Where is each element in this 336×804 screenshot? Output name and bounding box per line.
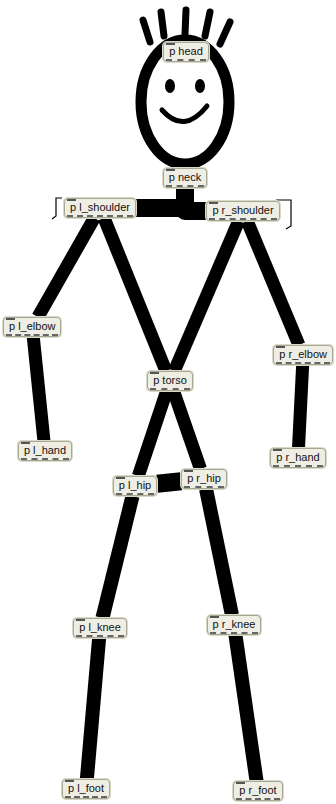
object-label: p l_shoulder [70, 201, 130, 214]
bracket [52, 198, 62, 219]
object-box: p l_knee [73, 618, 127, 638]
limb-line [185, 188, 206, 211]
head-outline [141, 40, 229, 164]
object-label: p l_elbow [9, 320, 55, 333]
object-box: p r_elbow [273, 345, 333, 365]
object-box: p r_hand [270, 448, 325, 468]
smile [162, 106, 207, 122]
object-label: p l_hand [24, 444, 66, 457]
eye [165, 79, 175, 93]
object-box: p r_foot [233, 781, 282, 801]
object-label: p r_elbow [279, 348, 327, 361]
object-label: p head [169, 45, 203, 58]
limb-line [33, 337, 44, 441]
eye [195, 79, 205, 93]
object-box: p head [163, 42, 209, 62]
object-box: p neck [163, 168, 207, 188]
object-box: p r_shoulder [206, 201, 279, 221]
limb-line [174, 221, 238, 371]
object-box: p l_shoulder [64, 198, 136, 218]
object-label: p neck [169, 171, 201, 184]
object-box: p l_hip [113, 476, 157, 496]
object-box: p l_foot [62, 779, 110, 799]
object-label: p r_shoulder [212, 204, 273, 217]
limb-line [206, 489, 232, 615]
limb-line [138, 391, 166, 476]
object-box: p r_hip [181, 469, 227, 489]
limb-line [247, 221, 299, 345]
limb-line [104, 218, 166, 371]
object-box: p l_elbow [3, 317, 61, 337]
limb-line [173, 391, 200, 469]
limb-line [102, 496, 132, 618]
limb-line [157, 481, 181, 483]
limb-line [38, 218, 94, 317]
object-label: p r_knee [213, 618, 256, 631]
limb-line [87, 638, 99, 779]
object-box: p r_knee [207, 615, 262, 635]
limb-line [235, 635, 256, 781]
object-box: p l_hand [18, 441, 72, 461]
object-label: p l_hip [119, 479, 151, 492]
limb-line [299, 365, 303, 448]
object-label: p l_foot [68, 782, 104, 795]
object-label: p l_knee [79, 621, 121, 634]
object-label: p r_hip [187, 472, 221, 485]
object-label: p r_hand [276, 451, 319, 464]
object-label: p torso [153, 374, 187, 387]
object-label: p r_foot [239, 784, 276, 797]
object-box: p torso [147, 371, 193, 391]
